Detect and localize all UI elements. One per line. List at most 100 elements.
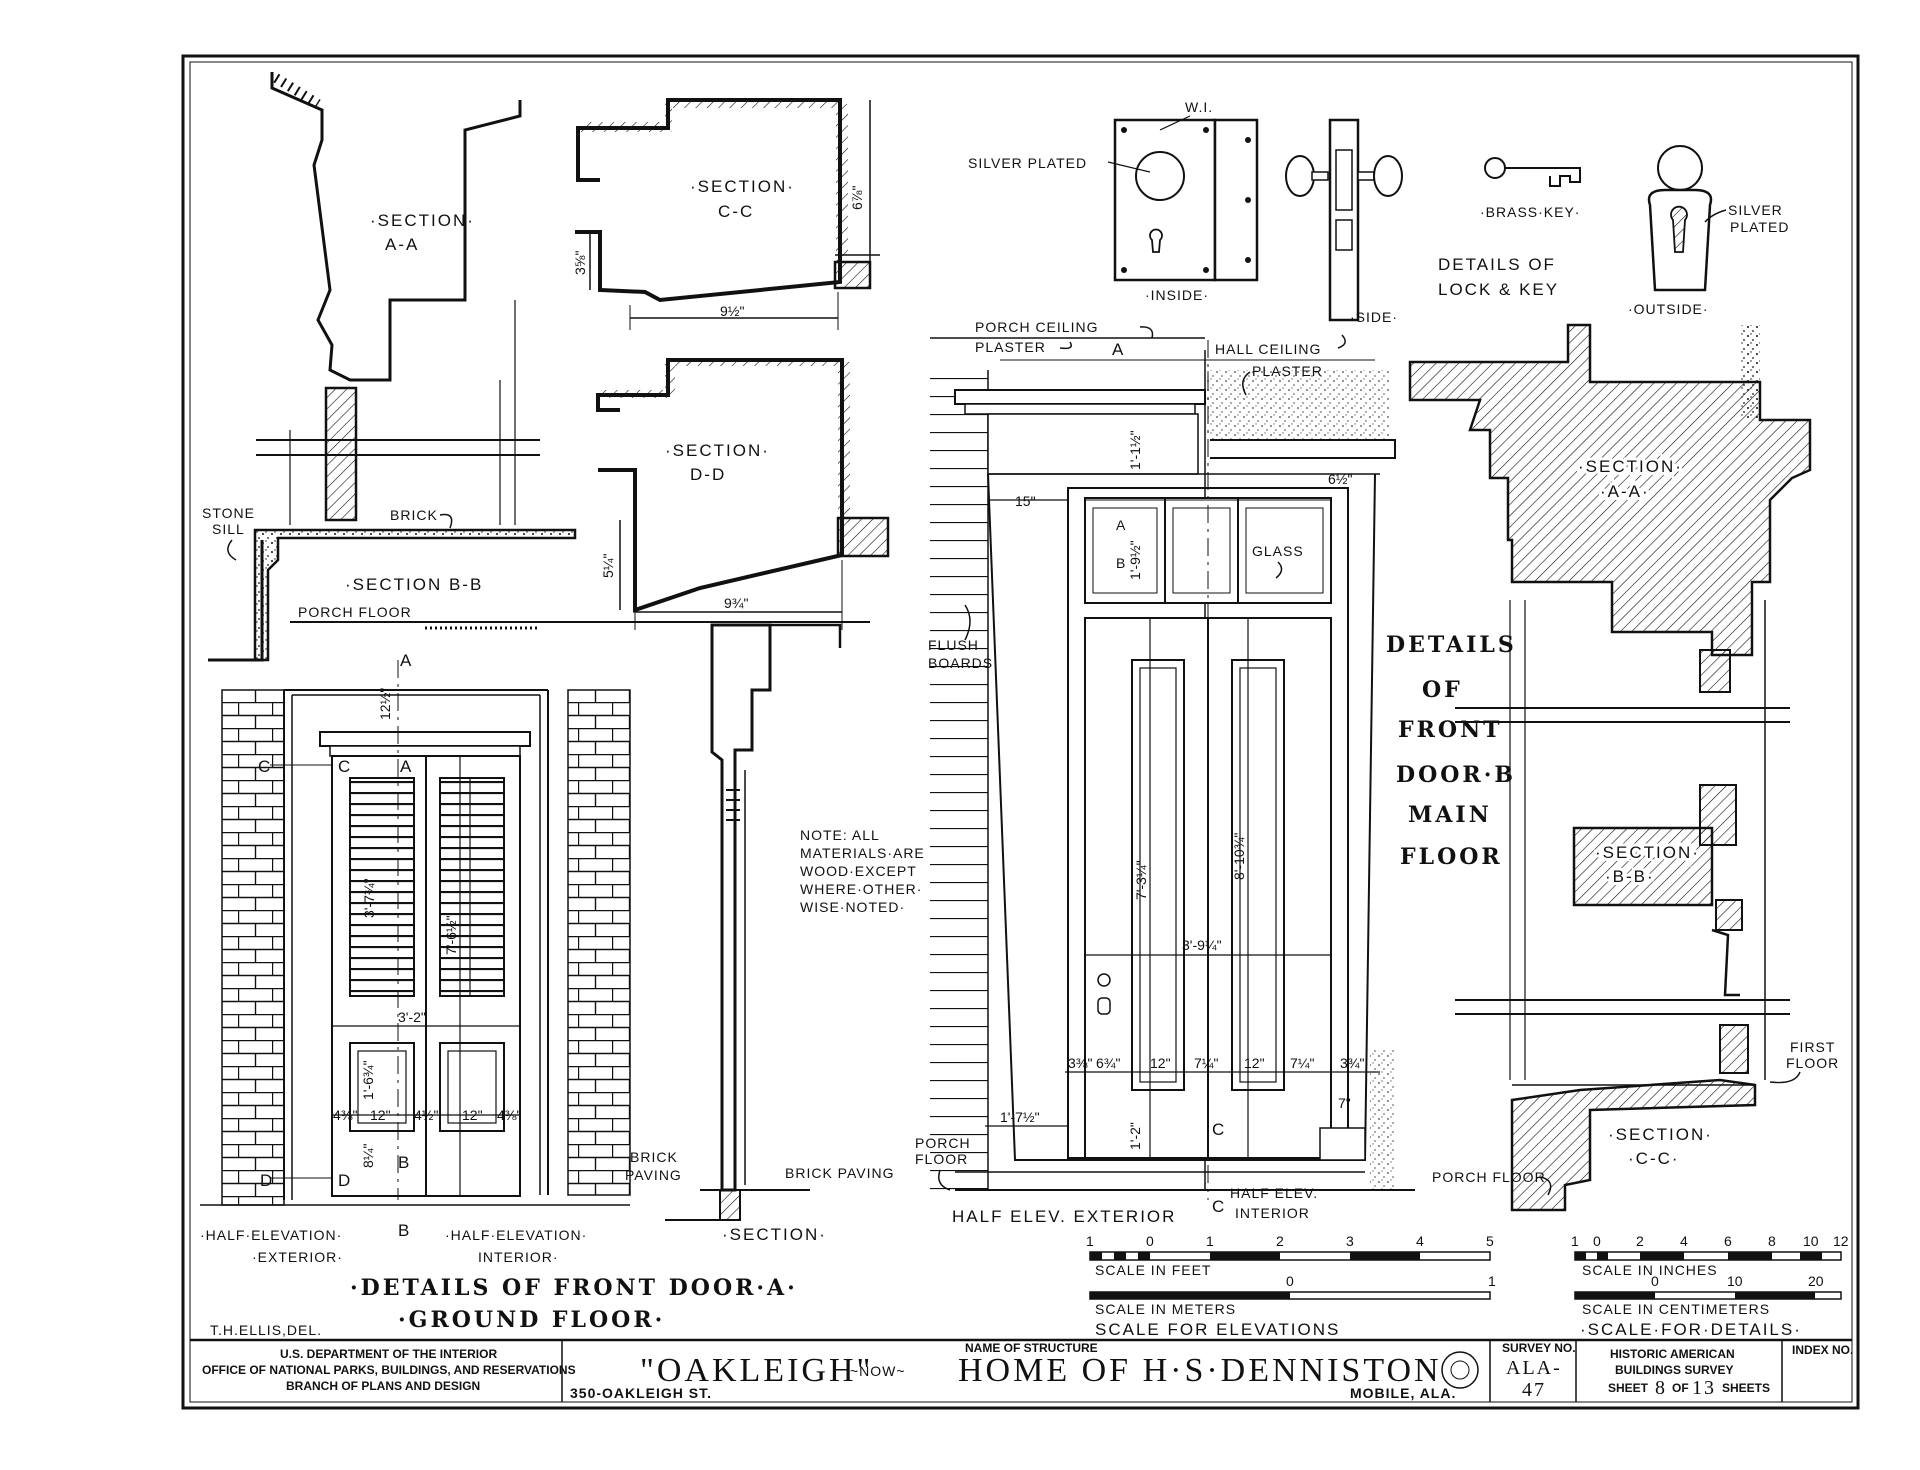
elev-feet-label: SCALE IN FEET	[1095, 1262, 1211, 1278]
first-floor-line2: FLOOR	[1786, 1055, 1839, 1071]
lock-key-title-2: LOCK & KEY	[1438, 280, 1559, 299]
survey-no-1: ALA-	[1506, 1357, 1562, 1379]
det-cm-t3: 20	[1808, 1273, 1824, 1289]
marker-a-b: A	[1112, 340, 1125, 359]
brick-paving-b: BRICK PAVING	[785, 1165, 895, 1181]
door-b-title-5: MAIN	[1408, 802, 1492, 828]
inner-border	[189, 61, 1853, 1403]
brick-paving-a-line2: PAVING	[625, 1167, 682, 1183]
sheet-of: OF	[1672, 1381, 1689, 1395]
a-width-dim: 3'-2"	[398, 1009, 426, 1025]
scale-for-details: 1 0 2 4 6 8 10 12 SCALE IN INCHES 0 10 2…	[1571, 1233, 1849, 1339]
marker-a-mid: A	[400, 757, 413, 776]
note-line4: WHERE·OTHER·	[800, 881, 922, 897]
door-b-elevation: 3'-9¼" 3⅜" 6¾" 12" 7¼" 12" 7¼" 3¾" 15" 6…	[930, 340, 1415, 1216]
marker-b-1: B	[398, 1153, 411, 1172]
dd-left-dim: 5¼"	[600, 554, 616, 578]
right-sections: ·SECTION· ·A-A· ·SECTION· ·B-B· FIRST FL…	[1408, 323, 1839, 1212]
det-inches-label: SCALE IN INCHES	[1582, 1262, 1718, 1278]
b-panel-1: 3⅜"	[1068, 1055, 1092, 1071]
marker-d-1: D	[260, 1171, 274, 1190]
flush-boards-line2: BOARDS	[928, 655, 993, 671]
sheet-word: SHEET	[1608, 1381, 1649, 1395]
cc-left-dim: 3⅝"	[572, 251, 588, 275]
sec-cc-right-line1: ·SECTION·	[1608, 1125, 1713, 1144]
section-aa-left: ·SECTION· A-A	[256, 72, 540, 525]
outside-label: ·OUTSIDE·	[1628, 301, 1709, 317]
brick-paving-a-line1: BRICK	[630, 1149, 678, 1165]
a-louver-dim: 3'-7¾"	[361, 878, 377, 918]
silver-plated-b-line2: PLATED	[1730, 219, 1789, 235]
brick-label: BRICK	[390, 507, 438, 523]
address: 350-OAKLEIGH ST.	[570, 1385, 712, 1401]
a-panel-3: 4½"	[414, 1107, 438, 1123]
stone-sill-line2: SILL	[212, 521, 245, 537]
note-line1: NOTE: ALL	[800, 827, 880, 843]
index-label: INDEX NO.	[1792, 1343, 1853, 1357]
det-inch-t3: 2	[1636, 1233, 1644, 1249]
det-cm-label: SCALE IN CENTIMETERS	[1582, 1301, 1770, 1317]
marker-a-b2: A	[1116, 517, 1126, 533]
b-panel-2: 6¾"	[1096, 1055, 1120, 1071]
sec-dd-line2: D-D	[690, 465, 726, 484]
b-panel-7: 3¾"	[1340, 1055, 1364, 1071]
marker-c-b1: C	[1212, 1120, 1226, 1139]
a-panel-1: 4⅜"	[333, 1107, 357, 1123]
marker-c-1: C	[258, 757, 272, 776]
lock-key-details: SILVER PLATED W.I. ·INSIDE· ·SIDE· ·BRAS…	[968, 99, 1789, 325]
elev-feet-t5: 3	[1346, 1233, 1354, 1249]
glass-label: GLASS	[1252, 543, 1304, 559]
det-inch-t7: 10	[1803, 1233, 1819, 1249]
door-b-title-2: OF	[1422, 677, 1463, 703]
name-denniston: HOME OF H·S·DENNISTON	[958, 1352, 1442, 1389]
marker-c-b2: C	[1212, 1197, 1226, 1216]
elev-meter-t1: 0	[1286, 1273, 1294, 1289]
half-elev-int-b-line1: HALF ELEV.	[1230, 1185, 1318, 1201]
sec-cc-top-line2: C-C	[718, 202, 754, 221]
elev-feet-t4: 2	[1276, 1233, 1284, 1249]
sec-bb-right-line1: ·SECTION·	[1595, 843, 1700, 862]
det-inch-t1: 1	[1571, 1233, 1579, 1249]
dd-width-dim: 9¾"	[724, 595, 748, 611]
porch-floor-b-line1: PORCH	[915, 1135, 971, 1151]
elev-feet-t6: 4	[1416, 1233, 1424, 1249]
b-bottom-dim: 1'-2"	[1127, 1122, 1143, 1150]
sec-section-label: ·SECTION·	[722, 1225, 827, 1244]
porch-floor-left: PORCH FLOOR	[298, 604, 412, 620]
inside-label: ·INSIDE·	[1145, 287, 1209, 303]
door-a-side-section: BRICK PAVING BRICK PAVING ·SECTION· ·HAL…	[200, 623, 895, 1265]
a-panel-2: 12"	[370, 1107, 391, 1123]
city: MOBILE, ALA.	[1350, 1385, 1456, 1401]
sec-bb-right-line2: ·B-B·	[1605, 867, 1655, 886]
marker-c-2: C	[338, 757, 352, 776]
half-elev-int-b-line2: INTERIOR	[1235, 1205, 1310, 1221]
sheet-num: 8	[1655, 1377, 1667, 1399]
door-b-title-3: FRONT	[1398, 717, 1503, 743]
sec-cc-top-line1: ·SECTION·	[690, 177, 795, 196]
a-rail-dim: 1'-6¾"	[360, 1060, 376, 1100]
sheet-total: 13	[1692, 1377, 1716, 1399]
det-inch-t4: 4	[1680, 1233, 1688, 1249]
half-elev-int-a-line2: INTERIOR·	[478, 1249, 559, 1265]
title-block: U.S. DEPARTMENT OF THE INTERIOR OFFICE O…	[190, 1338, 1853, 1402]
brass-key-label: ·BRASS·KEY·	[1480, 204, 1580, 220]
door-b-title-1: DETAILS	[1386, 632, 1517, 658]
b-panel-5: 12"	[1244, 1055, 1265, 1071]
elev-feet-t7: 5	[1486, 1233, 1494, 1249]
b-width-dim: 3'-9¼"	[1182, 937, 1222, 953]
silver-plated-b-line1: SILVER	[1728, 202, 1783, 218]
plaster-a-label: PLASTER	[975, 339, 1046, 355]
silver-plated-a-label: SILVER PLATED	[968, 155, 1087, 171]
note-line3: WOOD·EXCEPT	[800, 863, 917, 879]
b-frame-dim: 6½"	[1328, 471, 1352, 487]
sec-aa-left-line2: A-A	[385, 235, 419, 254]
survey-no-2: 47	[1522, 1379, 1546, 1401]
b-side-h-dim: 7'-3¼"	[1133, 860, 1149, 900]
door-b-labels: PORCH CEILING PLASTER HALL CEILING PLAST…	[915, 319, 1552, 1226]
door-a-elevation: 3'-2" 4⅜" 12" 4½" 12" 4⅜" 12½" 3'-7¾" 7'…	[200, 651, 631, 1240]
flush-boards-line1: FLUSH	[928, 637, 979, 653]
door-a-title-line1: ·DETAILS OF FRONT DOOR·A·	[350, 1275, 798, 1301]
cc-height-dim: 6⅞"	[849, 186, 865, 210]
half-elev-ext-b: HALF ELEV. EXTERIOR	[952, 1207, 1176, 1226]
b-door-h-dim: 8'-10¾"	[1231, 833, 1247, 880]
